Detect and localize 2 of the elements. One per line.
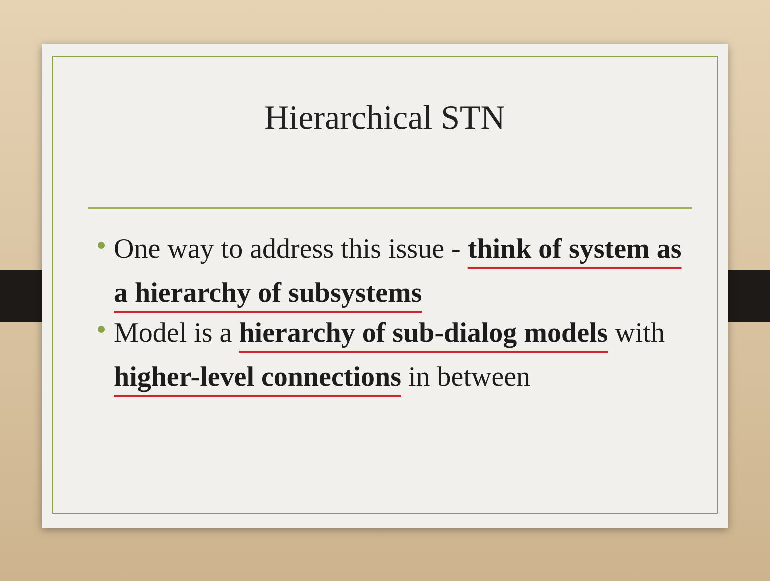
bullet-text: Model is a hierarchy of sub-dialog models with higher-level connections in between	[92, 312, 702, 400]
slide-title: Hierarchical STN	[264, 100, 506, 138]
